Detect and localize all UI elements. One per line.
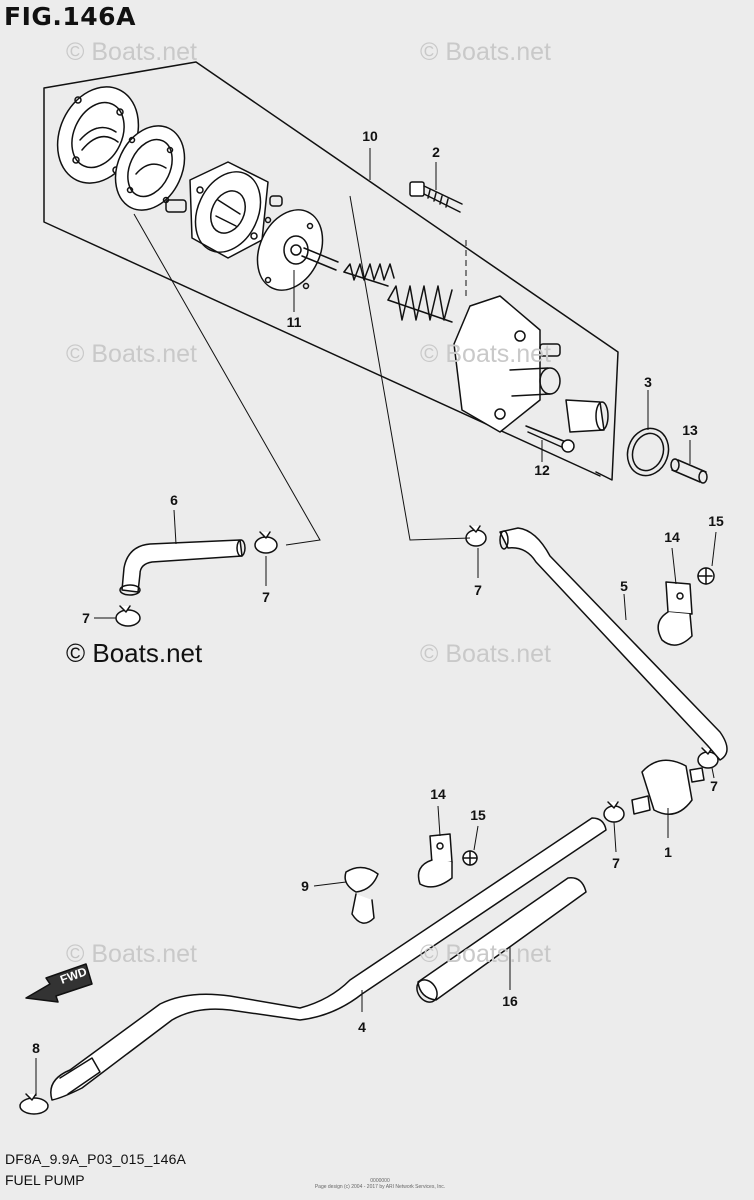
callout-9[interactable]: 9 xyxy=(301,878,309,894)
callout-15[interactable]: 15 xyxy=(708,513,724,529)
pump-gasket-part xyxy=(114,125,186,211)
leader-14b xyxy=(437,805,441,837)
watermark: © Boats.net xyxy=(420,340,551,368)
copyright-notice: © Boats.net xyxy=(66,638,203,668)
watermark: © Boats.net xyxy=(420,640,551,668)
watermark: © Boats.net xyxy=(66,38,197,66)
mounting-flange-part xyxy=(453,295,561,433)
diaphragm-rod-part xyxy=(256,209,339,291)
callout-8[interactable]: 8 xyxy=(32,1040,40,1056)
fineprint-line: 0000000 xyxy=(370,1178,390,1184)
o-ring-part xyxy=(626,427,670,477)
figure-code: DF8A_9.9A_P03_015_146A xyxy=(5,1151,187,1167)
bolt-15-upper-part xyxy=(697,567,715,585)
leader-15b xyxy=(473,825,479,851)
callout-16[interactable]: 16 xyxy=(502,993,518,1009)
callout-15[interactable]: 15 xyxy=(470,807,486,823)
hose-16-part xyxy=(417,877,587,1001)
bolt-2-part xyxy=(409,181,463,213)
leader-7d xyxy=(711,767,715,779)
leader-9 xyxy=(313,881,347,887)
fwd-label: FWD xyxy=(58,964,89,987)
fineprint: 0000000 Page design (c) 2004 - 2017 by A… xyxy=(315,1178,445,1190)
clamp-14-upper-part xyxy=(657,581,693,646)
callout-14[interactable]: 14 xyxy=(430,786,446,802)
clip-9-part xyxy=(344,866,379,924)
callout-10[interactable]: 10 xyxy=(362,128,378,144)
assembly-frame-10 xyxy=(43,61,619,481)
callout-7[interactable]: 7 xyxy=(474,582,482,598)
watermark: © Boats.net xyxy=(420,940,551,968)
hose-4-part xyxy=(50,817,607,1101)
leader-14a xyxy=(671,547,677,585)
callout-5[interactable]: 5 xyxy=(620,578,628,594)
callout-11[interactable]: 11 xyxy=(286,314,302,330)
hose-5-part xyxy=(499,527,728,761)
callout-1[interactable]: 1 xyxy=(664,844,672,860)
callout-7[interactable]: 7 xyxy=(82,610,90,626)
pump-cover-part xyxy=(56,86,140,184)
callout-7[interactable]: 7 xyxy=(262,589,270,605)
fineprint-line: Page design (c) 2004 - 2017 by ARI Netwo… xyxy=(314,1184,446,1190)
callout-7[interactable]: 7 xyxy=(710,778,718,794)
hose-clip xyxy=(19,525,719,1115)
plunger-cap-part xyxy=(565,399,609,433)
leader-5 xyxy=(623,593,627,621)
callout-14[interactable]: 14 xyxy=(664,529,680,545)
screw-12-part xyxy=(525,425,575,453)
clamp-14-lower-part xyxy=(417,833,453,888)
figure-caption: FUEL PUMP xyxy=(5,1172,85,1188)
watermark: © Boats.net xyxy=(420,38,551,66)
callout-7[interactable]: 7 xyxy=(612,855,620,871)
leader-15a xyxy=(711,531,717,567)
callout-6[interactable]: 6 xyxy=(170,492,178,508)
callout-2[interactable]: 2 xyxy=(432,144,440,160)
watermark: © Boats.net xyxy=(66,340,197,368)
fwd-arrow-icon xyxy=(25,963,93,1003)
watermark: © Boats.net xyxy=(66,940,197,968)
figure-title: FIG.146A xyxy=(4,2,136,31)
leader-7e xyxy=(613,821,617,853)
callout-13[interactable]: 13 xyxy=(682,422,698,438)
large-spring-part xyxy=(387,285,453,323)
leader-6 xyxy=(173,509,177,545)
pin-13-part xyxy=(670,458,708,484)
bolt-15-lower-part xyxy=(462,850,478,866)
small-spring-part xyxy=(343,263,395,287)
callout-4[interactable]: 4 xyxy=(358,1019,366,1035)
callout-3[interactable]: 3 xyxy=(644,374,652,390)
fuel-filter-part xyxy=(631,759,705,815)
callout-12[interactable]: 12 xyxy=(534,462,550,478)
